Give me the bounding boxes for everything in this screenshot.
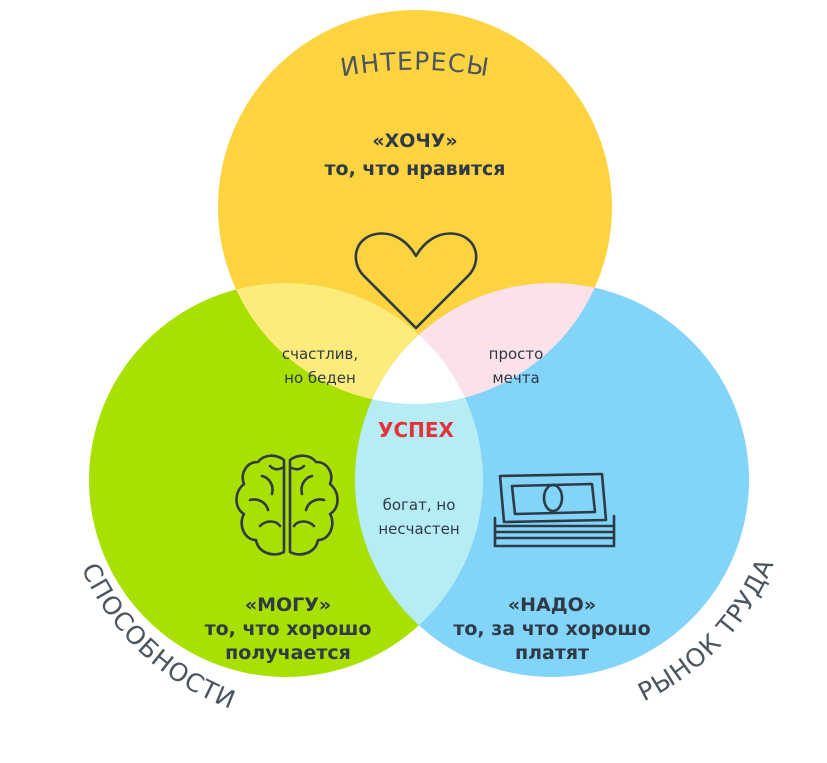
want-title: «ХОЧУ» (372, 130, 457, 152)
overlap-top-left-line2: но беден (284, 369, 356, 387)
heart-icon (354, 232, 478, 330)
need-subtitle-line2: платят (515, 642, 589, 664)
want-subtitle: то, что нравится (325, 158, 506, 180)
success-label: УСПЕХ (378, 418, 454, 442)
can-subtitle-line1: то, что хорошо (205, 618, 372, 640)
overlap-top-right-line2: мечта (492, 369, 539, 387)
can-subtitle-line2: получается (225, 642, 351, 664)
money-stack-icon (493, 472, 616, 548)
brain-icon (235, 454, 339, 556)
need-subtitle-line1: то, за что хорошо (453, 618, 650, 640)
overlap-top-right-line1: просто (489, 345, 544, 363)
need-title: «НАДО» (508, 594, 596, 616)
overlap-bottom-line2: несчастен (378, 520, 459, 538)
overlap-center (355, 283, 483, 404)
can-title: «МОГУ» (245, 594, 331, 616)
overlap-bottom-line1: богат, но (383, 496, 456, 514)
overlap-top-left-line1: счастлив, (282, 345, 358, 363)
